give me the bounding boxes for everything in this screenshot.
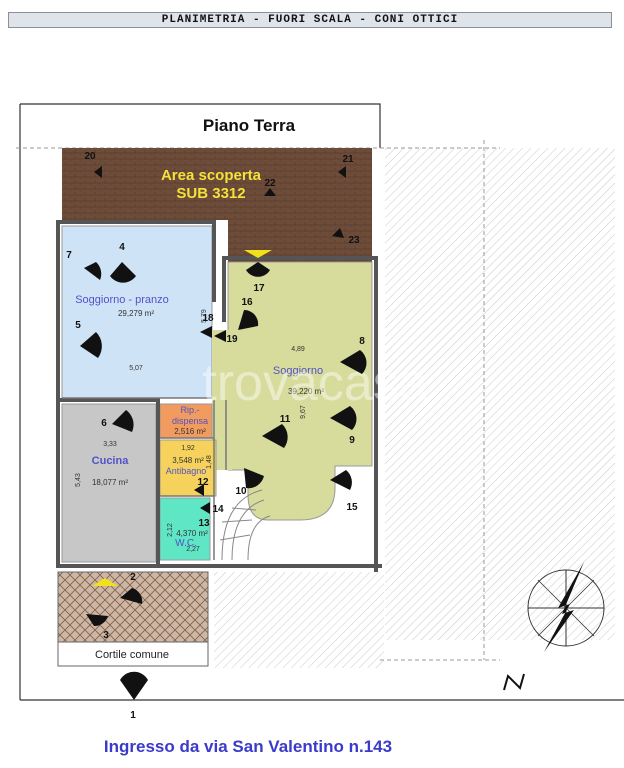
viewpoint-17: 17 — [253, 283, 265, 294]
viewpoint-14: 14 — [212, 504, 224, 515]
viewpoint-22: 22 — [264, 178, 276, 189]
antibagno-name: Antibagno — [166, 466, 207, 476]
soggiorno-pranzo-name: Soggiorno - pranzo — [75, 294, 169, 306]
viewpoint-18: 18 — [202, 313, 214, 324]
viewpoint-13: 13 — [198, 518, 210, 529]
walls — [56, 220, 382, 572]
viewpoint-23: 23 — [348, 235, 360, 246]
soggiorno-pranzo-area: 29,279 m² — [118, 309, 154, 318]
soggiorno-name: Soggiorno — [273, 365, 323, 377]
ripostiglio-area: 2,516 m² — [174, 427, 206, 436]
area-scoperta-sub: SUB 3312 — [176, 185, 245, 202]
viewpoint-4: 4 — [119, 242, 125, 253]
dim-212: 2,12 — [167, 523, 174, 537]
hatched-zone-right — [385, 148, 615, 640]
viewpoint-labels: 1 2 3 4 5 6 7 8 9 10 11 12 13 14 15 16 1… — [66, 151, 365, 721]
room-cucina — [61, 403, 157, 563]
viewpoint-cones — [80, 166, 367, 700]
dim-543: 5,43 — [75, 473, 82, 487]
entrance-label: Ingresso da via San Valentino n.143 — [104, 737, 392, 756]
viewpoint-7: 7 — [66, 250, 72, 261]
watermark: trovacasa — [202, 354, 428, 412]
soggiorno-area: 39,220 m² — [288, 387, 324, 396]
dim-507: 5,07 — [129, 365, 143, 372]
cucina-area: 18,077 m² — [92, 478, 128, 487]
ripostiglio-name-2: dispensa — [172, 416, 208, 426]
viewpoint-2: 2 — [130, 572, 136, 583]
cucina-name: Cucina — [92, 455, 130, 467]
north-icon — [503, 673, 525, 691]
site-boundary — [19, 103, 624, 701]
dim-333: 3,33 — [103, 441, 117, 448]
dim-967: 9,67 — [300, 405, 307, 419]
dim-192: 1,92 — [181, 445, 195, 452]
wc-name: W.C. — [175, 538, 197, 549]
room-antibagno — [159, 439, 217, 497]
viewpoint-3: 3 — [103, 630, 109, 641]
room-soggiorno — [227, 261, 373, 521]
dim-579: 5,79 — [201, 309, 208, 323]
cortile-label: Cortile comune — [95, 649, 169, 661]
door-marker-17 — [244, 250, 272, 258]
viewpoint-6: 6 — [101, 418, 107, 429]
viewpoint-20: 20 — [84, 151, 96, 162]
room-ripostiglio — [159, 403, 213, 439]
dim-489: 4,89 — [291, 346, 305, 353]
area-scoperta — [62, 148, 372, 220]
door-marker-2 — [92, 578, 118, 586]
spiral-staircase — [219, 489, 271, 561]
ripostiglio-name-1: Rip.- — [180, 405, 199, 415]
viewpoint-16: 16 — [241, 297, 253, 308]
viewpoint-8: 8 — [359, 336, 365, 347]
dim-227: 2,27 — [186, 546, 200, 553]
cortile-patio — [57, 571, 209, 643]
dim-148: 1,48 — [206, 455, 213, 469]
wc-area: 4,370 m² — [176, 529, 208, 538]
header-title-bar: PLANIMETRIA - FUORI SCALA - CONI OTTICI — [8, 12, 612, 28]
viewpoint-1: 1 — [130, 710, 136, 721]
viewpoint-5: 5 — [75, 320, 81, 331]
hatched-zone-bottom — [214, 572, 384, 668]
viewpoint-19: 19 — [226, 334, 238, 345]
cortile-label-box — [57, 641, 209, 667]
viewpoint-21: 21 — [342, 154, 354, 165]
antibagno-area: 3,548 m² — [172, 456, 204, 465]
viewpoint-15: 15 — [346, 502, 358, 513]
viewpoint-11: 11 — [280, 414, 291, 425]
area-scoperta-name: Area scoperta — [161, 167, 262, 184]
floor-title: Piano Terra — [203, 116, 296, 135]
viewpoint-9: 9 — [349, 435, 355, 446]
compass-icon — [527, 562, 605, 652]
room-soggiorno-pranzo — [61, 225, 213, 399]
viewpoint-10: 10 — [235, 486, 247, 497]
viewpoint-12: 12 — [197, 477, 209, 488]
